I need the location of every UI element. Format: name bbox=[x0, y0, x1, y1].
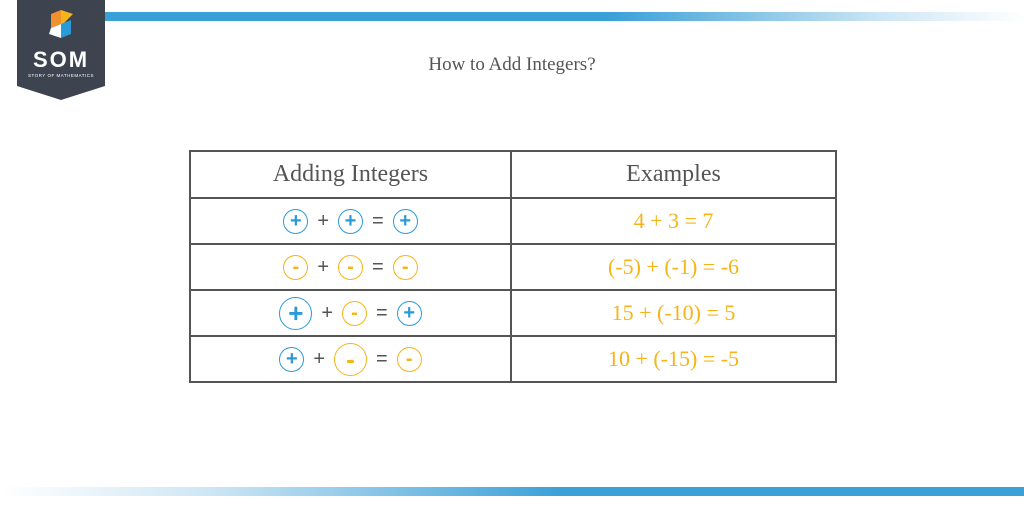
equals-symbol: = bbox=[376, 347, 388, 370]
header-examples: Examples bbox=[510, 150, 837, 199]
table-row: ++-=+15 + (-10) = 5 bbox=[189, 289, 837, 337]
sign-rule: ++-=- bbox=[191, 342, 510, 376]
equals-symbol: = bbox=[372, 209, 384, 232]
plus-symbol: + bbox=[317, 209, 329, 232]
plus-symbol: + bbox=[313, 347, 325, 370]
example-cell: 15 + (-10) = 5 bbox=[510, 289, 837, 337]
minus-circle-icon: - bbox=[396, 346, 422, 372]
sign-rule: + + + = + bbox=[191, 208, 510, 234]
minus-circle-icon: - bbox=[334, 342, 367, 376]
table-header-row: Adding Integers Examples bbox=[189, 150, 837, 199]
equals-symbol: = bbox=[376, 301, 388, 324]
example-equation: (-5) + (-1) = -6 bbox=[607, 254, 740, 279]
plus-circle-icon: + bbox=[392, 208, 418, 234]
header-adding-integers: Adding Integers bbox=[189, 150, 512, 199]
example-equation: 4 + 3 = 7 bbox=[633, 208, 714, 233]
top-accent-bar bbox=[105, 12, 1024, 21]
rule-cell: -+-=- bbox=[189, 243, 512, 291]
logo-subtext: STORY OF MATHEMATICS bbox=[27, 73, 95, 78]
plus-symbol: + bbox=[317, 255, 329, 278]
rule-cell: + + + = + bbox=[189, 197, 512, 245]
plus-circle-icon: + bbox=[279, 346, 305, 372]
table-row: + + + = +4 + 3 = 7 bbox=[189, 197, 837, 245]
som-logo[interactable]: SOM STORY OF MATHEMATICS bbox=[17, 0, 105, 100]
bottom-accent-bar bbox=[0, 487, 1024, 496]
logo-text: SOM bbox=[32, 47, 90, 72]
plus-circle-icon: + bbox=[279, 296, 313, 330]
table-row: ++-=-10 + (-15) = -5 bbox=[189, 335, 837, 383]
table-row: -+-=-(-5) + (-1) = -6 bbox=[189, 243, 837, 291]
equals-symbol: = bbox=[372, 255, 384, 278]
rule-cell: ++-=+ bbox=[189, 289, 512, 337]
minus-circle-icon: - bbox=[283, 254, 309, 280]
example-equation: 10 + (-15) = -5 bbox=[607, 346, 740, 371]
example-cell: 4 + 3 = 7 bbox=[510, 197, 837, 245]
plus-circle-icon: + bbox=[396, 300, 422, 326]
plus-symbol: + bbox=[321, 301, 333, 324]
plus-circle-icon: + bbox=[283, 208, 309, 234]
minus-circle-icon: - bbox=[342, 300, 367, 326]
sign-rule: -+-=- bbox=[191, 254, 510, 280]
rule-cell: ++-=- bbox=[189, 335, 512, 383]
adding-integers-table: Adding Integers Examples +++=+4 + 3 = 7-… bbox=[189, 150, 837, 383]
sign-rule: ++-=+ bbox=[191, 296, 510, 330]
minus-circle-icon: - bbox=[338, 254, 363, 280]
plus-circle-icon: + bbox=[338, 208, 363, 234]
logo-badge-icon bbox=[17, 0, 105, 100]
example-cell: 10 + (-15) = -5 bbox=[510, 335, 837, 383]
minus-circle-icon: - bbox=[392, 254, 418, 280]
page-title: How to Add Integers? bbox=[428, 54, 596, 75]
example-equation: 15 + (-10) = 5 bbox=[611, 300, 736, 325]
example-cell: (-5) + (-1) = -6 bbox=[510, 243, 837, 291]
